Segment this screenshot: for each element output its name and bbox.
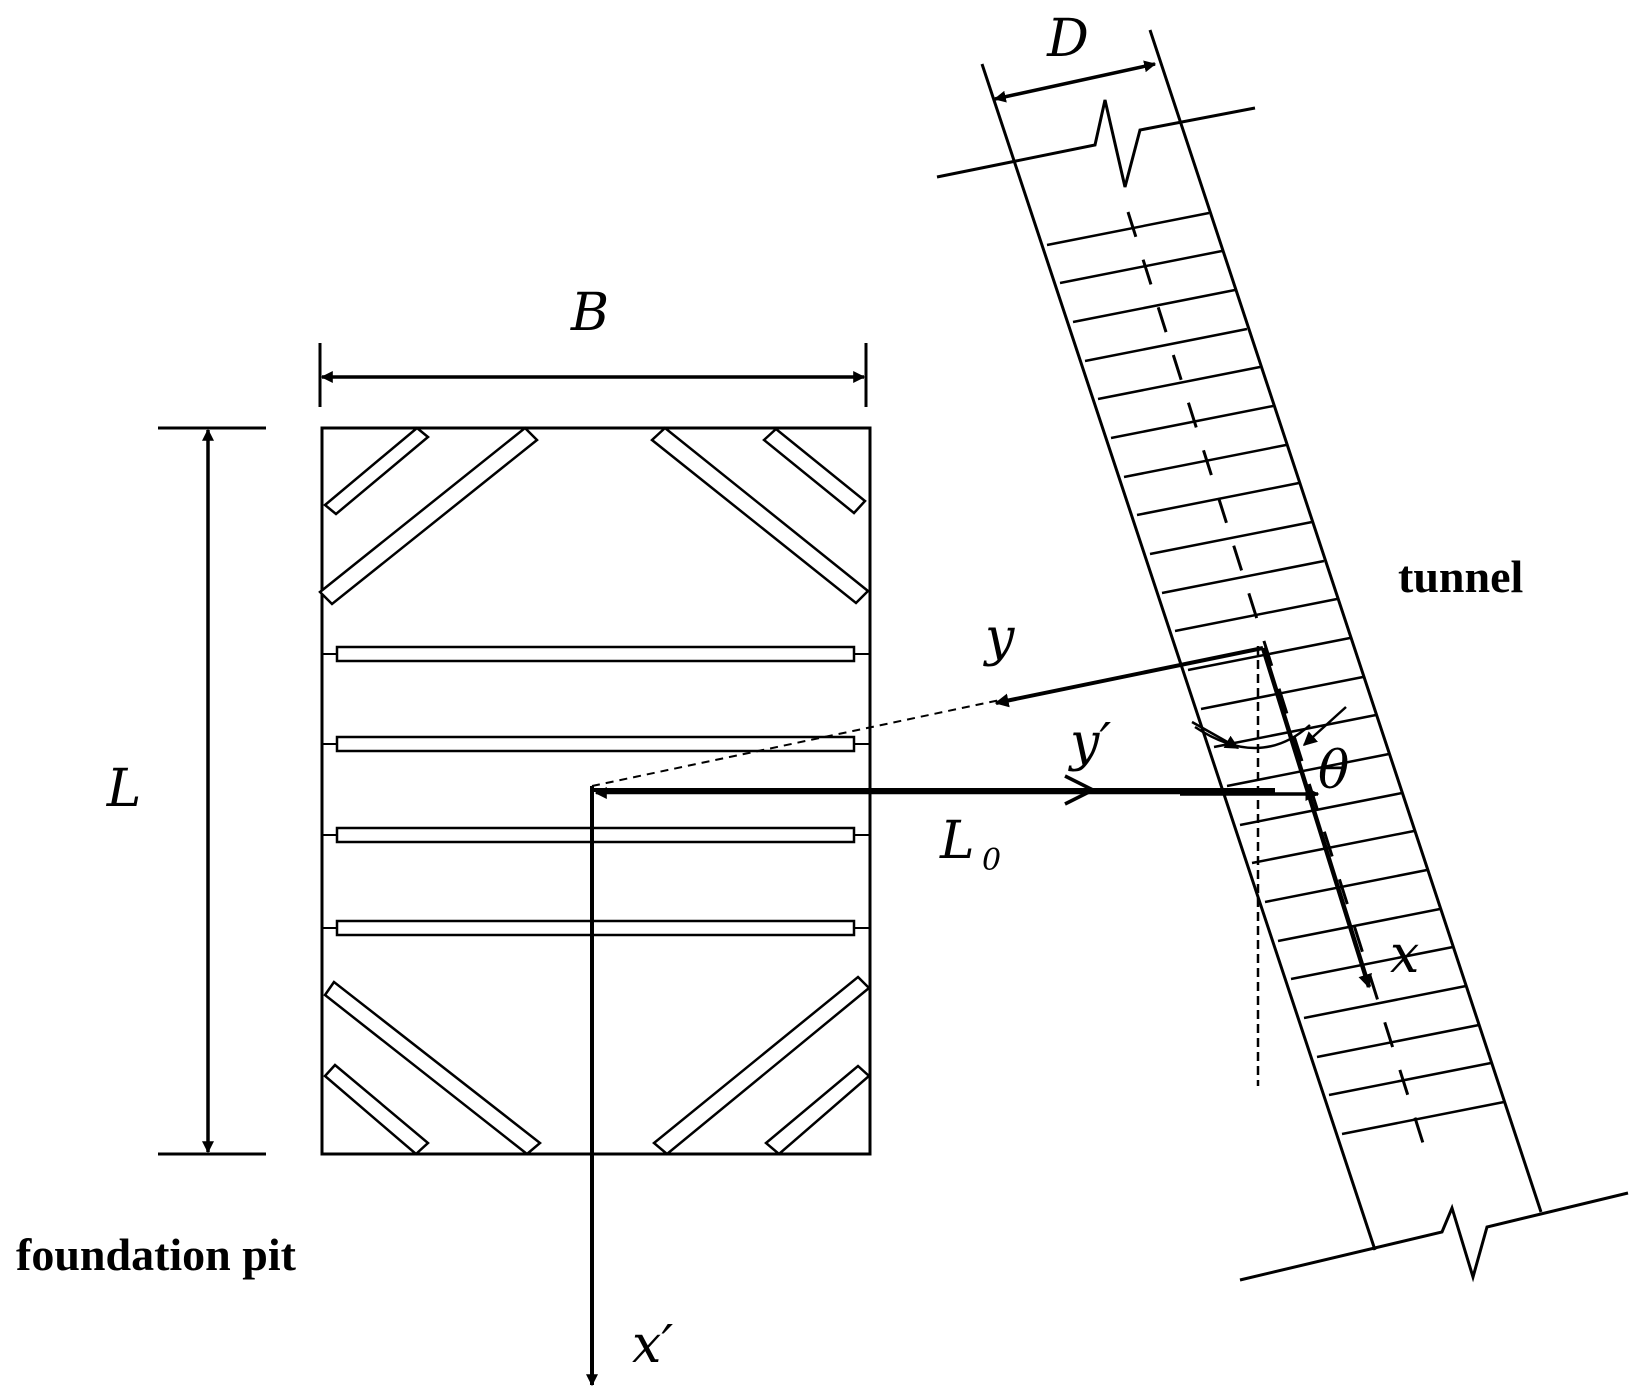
l0-subscript: 0 (982, 843, 1001, 878)
angle-arc (1194, 724, 1311, 750)
axis-x-prime-label: x′ (632, 1315, 673, 1375)
tunnel-centerline (1126, 211, 1431, 1163)
brace-bottom-left-long (323, 980, 542, 1156)
brace-top-left-short (323, 426, 430, 516)
axis-y-prime-label: y′ (1068, 713, 1111, 773)
corner-braces (318, 426, 871, 1156)
brace-bottom-right-long (652, 975, 871, 1156)
axis-y-label: y (983, 608, 1015, 668)
strut-3 (322, 826, 870, 844)
length-dimension: L (106, 426, 266, 1156)
axis-y-prime-arrowhead (1064, 774, 1097, 806)
width-label: B (570, 283, 609, 343)
tunnel-wall-left (980, 63, 1377, 1251)
pit-coordinate-axes: x′ y′ L 0 (586, 699, 1320, 1387)
diameter-label: D (1046, 9, 1089, 69)
tunnel-segment-rings (1046, 211, 1505, 1136)
angle-pointer-left (1191, 720, 1240, 750)
tunnel: D (936, 9, 1629, 1283)
axis-y-arrow (994, 646, 1264, 708)
axis-x-label: x (1390, 925, 1419, 985)
strut-2 (322, 735, 870, 753)
foundation-pit-label: foundation pit (16, 1229, 297, 1280)
tunnel-break-bottom (1239, 1191, 1629, 1283)
angle-label: θ (1318, 741, 1349, 801)
angle-pointer-right (1302, 706, 1347, 746)
foundation-pit (318, 426, 872, 1156)
width-dimension: B (318, 283, 868, 407)
brace-top-right-short (762, 427, 867, 515)
tunnel-coordinate-axes: y x θ (983, 608, 1419, 1086)
diameter-dimension-arrow (993, 60, 1157, 103)
tunnel-break-top (936, 99, 1256, 188)
brace-bottom-left-short (323, 1063, 430, 1156)
strut-1 (322, 645, 870, 663)
brace-top-right-long (650, 426, 870, 605)
brace-top-left-long (318, 426, 539, 606)
axis-x-arrow (1260, 647, 1372, 989)
brace-bottom-right-short (764, 1064, 871, 1156)
strut-4 (322, 919, 870, 937)
tunnel-label: tunnel (1398, 551, 1523, 602)
length-label: L (106, 759, 142, 819)
tunnel-wall-right (1148, 29, 1543, 1213)
horizontal-struts (322, 645, 870, 937)
l0-label: L (939, 811, 975, 871)
